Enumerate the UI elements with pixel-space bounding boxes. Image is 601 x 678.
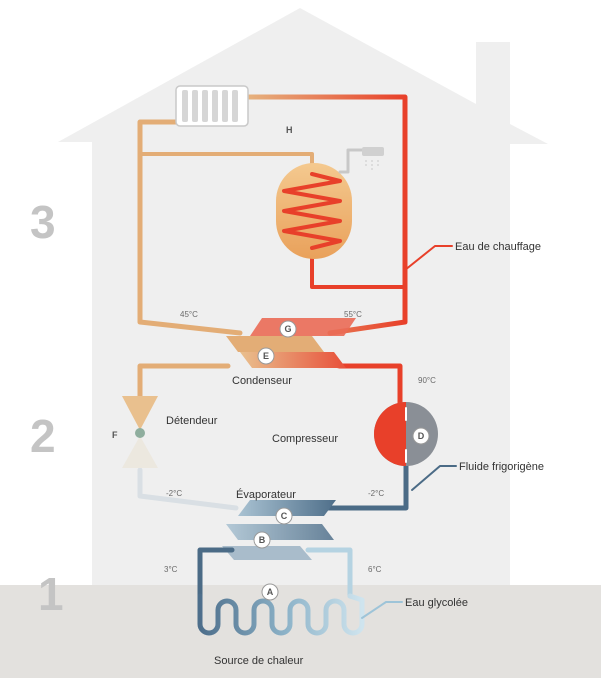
- label-compresseur: Compresseur: [272, 433, 338, 445]
- letter-b: B: [259, 535, 266, 545]
- letter-f: F: [112, 430, 118, 440]
- hot-water-tank: [276, 163, 352, 259]
- callout-line-fluide: [411, 465, 457, 491]
- letter-e: E: [263, 351, 269, 361]
- letter-e-badge: [257, 347, 275, 365]
- heating-top-pipe: [245, 94, 408, 336]
- temp-45: 45°C: [180, 310, 198, 319]
- callout-line-eau-chauffage: [404, 245, 453, 271]
- evaporator-exchanger: [222, 500, 336, 560]
- letter-c-badge: [275, 507, 293, 525]
- heating-return-pipe: [137, 119, 243, 336]
- refrigerant-expanded-pipe: [137, 467, 239, 511]
- label-eau-chauffage: Eau de chauffage: [455, 241, 541, 253]
- label-detendeur: Détendeur: [166, 415, 218, 427]
- temp-6-right: 6°C: [368, 565, 382, 574]
- temp-minus2-right: -2°C: [368, 489, 384, 498]
- callout-line-eau-glycolee: [361, 601, 403, 619]
- letter-c: C: [281, 511, 288, 521]
- letter-b-badge: [253, 531, 271, 549]
- refrigerant-cold-pipe: [301, 461, 409, 511]
- shower-icon: [338, 147, 384, 174]
- expansion-valve: [122, 396, 158, 468]
- letter-a-badge: [261, 583, 279, 601]
- temp-3-left: 3°C: [164, 565, 178, 574]
- letter-g-badge: [279, 320, 297, 338]
- label-source-chaleur: Source de chaleur: [214, 655, 304, 667]
- letter-d-badge: [412, 427, 430, 445]
- ground-coil: [197, 593, 365, 636]
- label-condenseur: Condenseur: [232, 375, 292, 387]
- label-eau-glycolee: Eau glycolée: [405, 597, 468, 609]
- tank-return-pipe: [310, 248, 407, 289]
- zone-number-2: 2: [30, 410, 56, 462]
- temp-55: 55°C: [344, 310, 362, 319]
- letter-d: D: [418, 431, 425, 441]
- tank-coil: [282, 172, 342, 250]
- zone-number-1: 1: [38, 568, 64, 620]
- label-evaporateur: Évaporateur: [236, 488, 296, 501]
- zone-number-3: 3: [30, 196, 56, 248]
- temp-90: 90°C: [418, 376, 436, 385]
- letter-a: A: [267, 587, 274, 597]
- ground-loop-left-pipe: [197, 547, 235, 599]
- letter-h: H: [286, 125, 293, 135]
- temp-minus2-left: -2°C: [166, 489, 182, 498]
- radiator-icon: [175, 85, 249, 127]
- refrigerant-liquid-pipe: [137, 363, 231, 401]
- label-fluide-frigorigene: Fluide frigorigène: [459, 461, 544, 473]
- compressor: [374, 402, 438, 466]
- ground-loop-right-pipe: [305, 547, 353, 599]
- letter-g: G: [284, 324, 291, 334]
